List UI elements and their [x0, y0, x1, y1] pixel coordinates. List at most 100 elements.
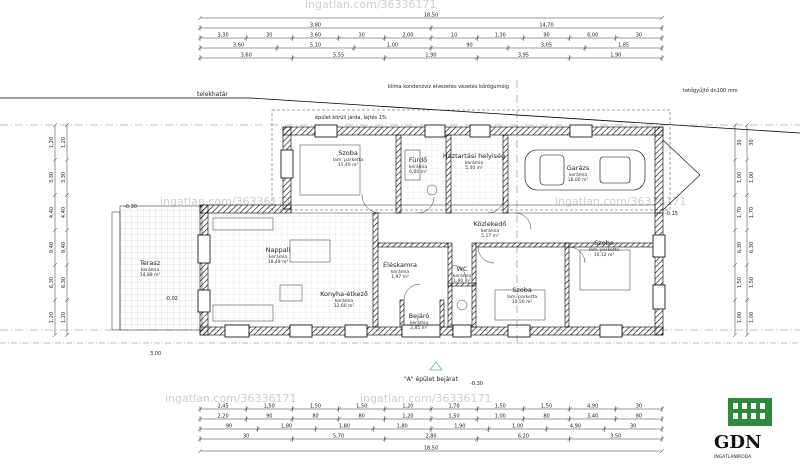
property-line-label: telekhatár	[197, 91, 228, 98]
room-material: lam. parketta	[589, 247, 619, 253]
dim-top-row3-label: 2,00	[402, 33, 413, 39]
window-bedroom-north	[314, 124, 338, 138]
logo-tagline: INGATLANIRODA	[714, 454, 752, 460]
dim-bottom-row1-label: 1,50	[541, 404, 552, 410]
wall-step-north	[199, 204, 292, 214]
window-bedroom-east-2	[652, 284, 666, 310]
room-name: Bejáró	[409, 312, 430, 320]
dim-top-row2-label: 14,70	[539, 23, 553, 29]
garage-car	[524, 149, 646, 191]
dim-top-row4-label: 1,00	[387, 43, 398, 49]
kitchen-island	[279, 284, 303, 302]
dim-bottom-row1-label: 1,50	[495, 404, 506, 410]
dim-bottom-row2-label: 80	[312, 414, 318, 420]
dim-left-label: 9,40	[49, 242, 55, 253]
dim-left-label: 6,30	[49, 277, 55, 288]
dim-top-row5-label: 3,95	[518, 53, 529, 59]
room-material: lam. parketta	[507, 294, 537, 300]
watermark-bottom-left: ingatlan.com/36336171	[165, 392, 297, 405]
room-material: kerámia	[335, 297, 353, 304]
window-bedroom-east-1	[652, 234, 666, 258]
room-name: Éléskamra	[383, 260, 417, 269]
door-swing-utility	[487, 196, 505, 214]
dim-right-label: 1,00	[737, 172, 743, 183]
room-name: Konyha-étkező	[320, 289, 368, 298]
room-material: kerámia	[269, 253, 287, 260]
dim-bottom-row1-label: 1,70	[449, 404, 460, 410]
dim-bottom-row3-label: 30	[630, 424, 636, 430]
room-name: Háztartási helyiség	[443, 152, 505, 160]
wall-entry-east	[439, 299, 445, 328]
property-line-top	[0, 97, 800, 134]
room-area: 18,48 m²	[268, 259, 289, 265]
dining-table	[289, 239, 331, 263]
dim-left-label: 1,20	[49, 137, 55, 148]
dim-right-2-tick	[744, 192, 750, 198]
wall-entry-west	[399, 299, 405, 328]
room-material: kerámia	[141, 266, 159, 273]
dim-bottom-total-tick	[659, 448, 665, 454]
wall-upper-east	[654, 126, 664, 214]
level-garage: -0,15	[665, 211, 678, 217]
sidewalk-note: épület körüli járda, lejtés 1%	[315, 114, 387, 121]
dim-bottom-row4-label: 2,80	[425, 434, 436, 440]
dim-top-row5-label: 1,90	[425, 53, 436, 59]
wall-utility-garage	[502, 134, 509, 214]
dim-bottom-row2-label: 2,20	[218, 414, 229, 420]
dim-top-total-label: 18,50	[424, 13, 438, 19]
room-name: Nappali	[266, 246, 291, 254]
driveway-marker	[662, 139, 701, 211]
dim-right-2-tick	[744, 332, 750, 338]
room-area: 5,17 m²	[481, 233, 499, 239]
dim-top-row3-label: 1,30	[495, 33, 506, 39]
dim-top-row3-label: 90	[543, 33, 549, 39]
room-material: kerámia	[391, 268, 409, 275]
dim-top-row3-label: 6,00	[587, 33, 598, 39]
dim-right-tick	[732, 122, 738, 128]
building-entrance-label: "A" épület bejárat	[404, 376, 458, 383]
dim-bottom-row1-label: 1,50	[310, 404, 321, 410]
dim-left-tick	[52, 227, 58, 233]
dim-bottom-row1-label: 1,50	[356, 404, 367, 410]
dim-right-2-label: 6,30	[749, 242, 755, 253]
dim-left-label: 3,30	[49, 172, 55, 183]
dim-left-tick	[52, 192, 58, 198]
dim-bottom-row3-label: 90	[226, 424, 232, 430]
dim-right-label: 1,50	[737, 277, 743, 288]
living-sofa	[212, 217, 274, 231]
dim-left-tick	[52, 332, 58, 338]
dim-left-label: 4,40	[49, 207, 55, 218]
wall-bath-utility	[445, 134, 452, 214]
terrace-width: 3,00	[150, 351, 161, 357]
toilet-wc	[456, 299, 468, 311]
dim-top-row4-label: 1,85	[618, 43, 629, 49]
room-area: 12,60 m²	[334, 303, 355, 309]
dim-top-row4-label: 3,05	[541, 43, 552, 49]
door-swing-bedroom-east	[477, 246, 495, 264]
dim-top-row3-label: 30	[266, 33, 272, 39]
dim-right-tick	[732, 227, 738, 233]
door-swing-wc	[451, 264, 467, 280]
room-area: 10,12 m²	[594, 252, 615, 258]
dim-top-row5-label: 3,60	[241, 53, 252, 59]
room-area: 6,00 m²	[409, 169, 427, 175]
wall-wc-south	[447, 282, 477, 287]
door-swing-entry	[403, 283, 421, 301]
dim-left-2-tick	[64, 157, 70, 163]
room-area: 1,97 m²	[391, 274, 409, 280]
dim-top-total-tick	[659, 15, 665, 21]
dim-left-2-tick	[64, 227, 70, 233]
dim-right-label: 1,00	[737, 312, 743, 323]
room-name: Terasz	[139, 259, 161, 267]
dim-bottom-row4-label: 3,50	[610, 434, 621, 440]
kitchen-counter	[212, 304, 274, 322]
room-material: kerámia	[453, 272, 471, 279]
